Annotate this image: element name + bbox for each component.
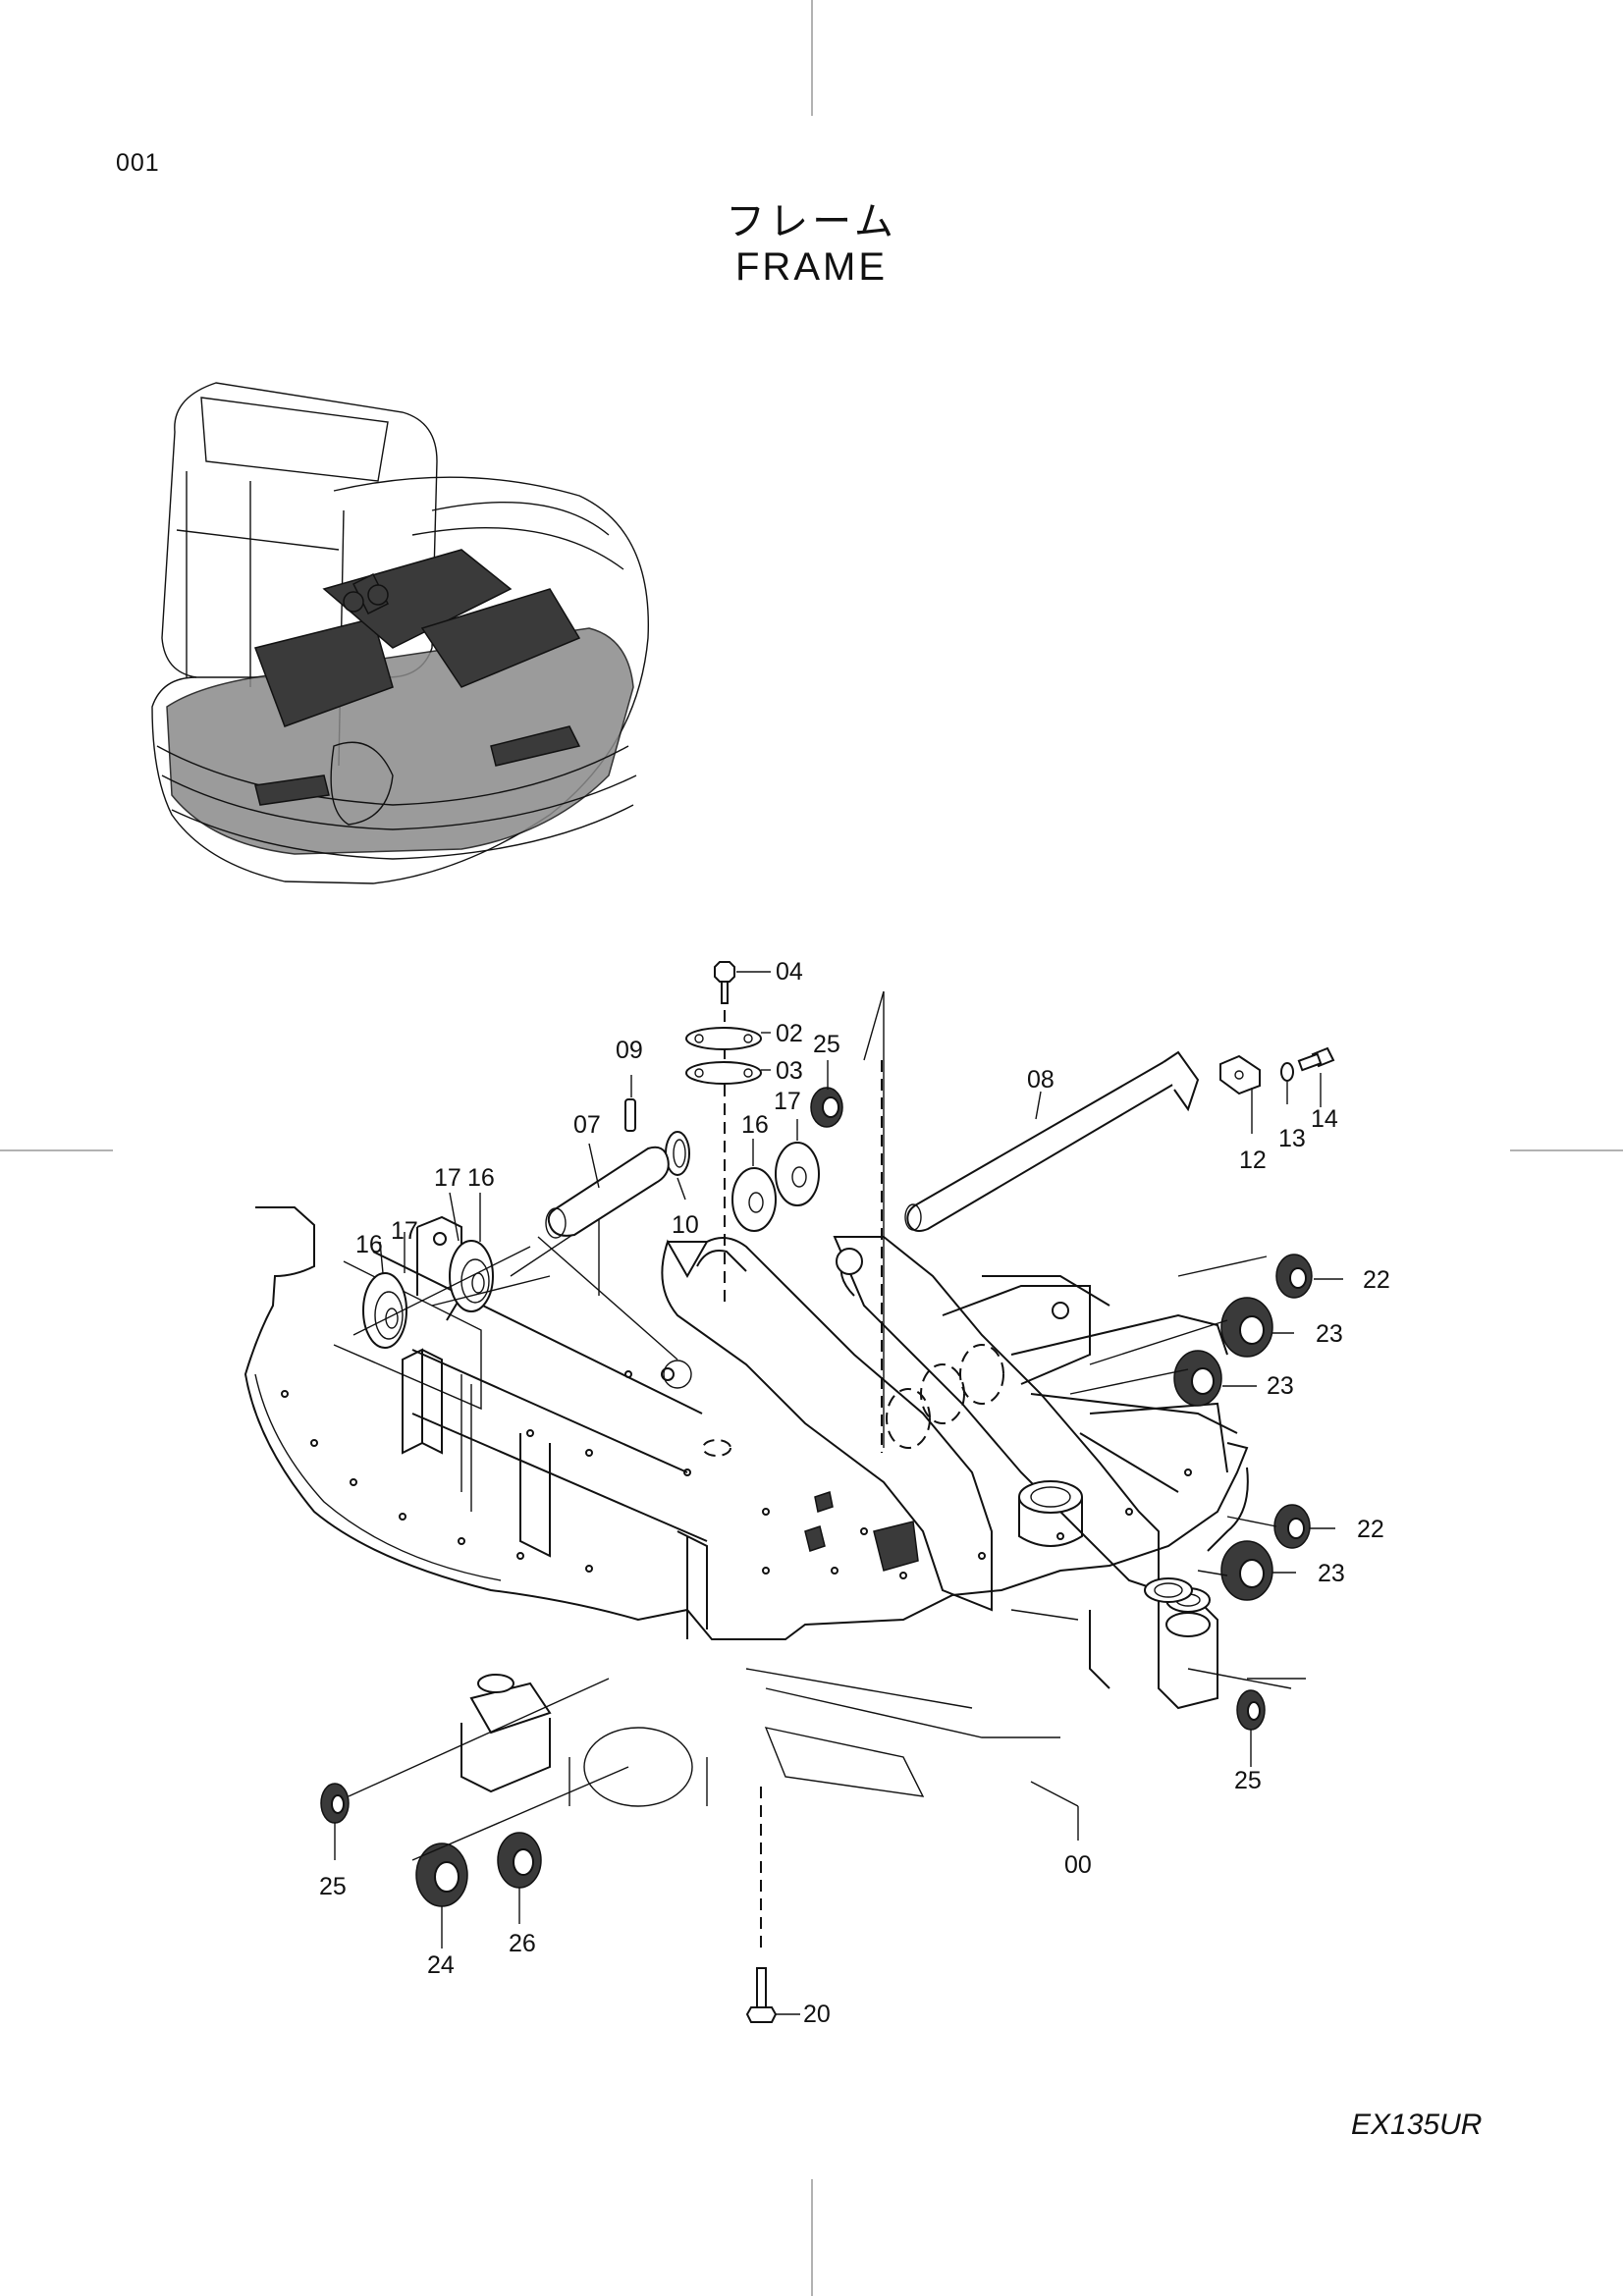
- callout-17-left-top: 17: [434, 1164, 461, 1192]
- callout-16-left: 16: [355, 1231, 383, 1258]
- leader-lines: [334, 971, 1343, 2015]
- part-25-bushing-left: [320, 1783, 350, 1824]
- machine-overview-illustration: [151, 382, 650, 884]
- callout-24: 24: [427, 1951, 455, 1979]
- callout-08: 08: [1027, 1066, 1055, 1094]
- callout-22-top: 22: [1363, 1266, 1390, 1294]
- part-24-bushing: [415, 1842, 468, 1907]
- model-code: EX135UR: [1351, 2109, 1483, 2141]
- frame-parts-drawing: [243, 991, 1249, 1953]
- callout-04: 04: [776, 958, 803, 986]
- callout-26: 26: [509, 1930, 536, 1957]
- callout-17-right: 17: [774, 1088, 801, 1115]
- part-04-bolt: [714, 961, 735, 1004]
- page-title-japanese: フレーム: [726, 199, 897, 244]
- part-23-bushing-b: [1173, 1350, 1222, 1407]
- callout-17-left: 17: [391, 1217, 418, 1245]
- callout-23-top: 23: [1316, 1320, 1343, 1348]
- callout-16-left-top: 16: [467, 1164, 495, 1192]
- callout-labels: 04 02 03 25 09 17 16 07 10 17 16 16 17 0…: [319, 958, 1390, 2028]
- part-23-bushing-c: [1220, 1540, 1273, 1601]
- part-26-bushing: [497, 1832, 542, 1889]
- callout-25-top: 25: [813, 1031, 840, 1058]
- callout-03: 03: [776, 1057, 803, 1085]
- part-22-bushing-b: [1273, 1504, 1311, 1549]
- page-number: 001: [116, 149, 160, 177]
- deck-holes: [281, 1370, 1192, 1579]
- exploded-parts: [320, 961, 1335, 2023]
- callout-09: 09: [616, 1037, 643, 1064]
- part-25-bushing-right: [1236, 1689, 1266, 1731]
- callout-10: 10: [672, 1211, 699, 1239]
- callout-13: 13: [1278, 1125, 1306, 1152]
- callout-22-bottom: 22: [1357, 1516, 1384, 1543]
- callout-20: 20: [803, 2001, 831, 2028]
- part-22-bushing-a: [1275, 1254, 1313, 1299]
- callout-00: 00: [1064, 1851, 1092, 1879]
- callout-12: 12: [1239, 1147, 1267, 1174]
- callout-23-bottom: 23: [1318, 1560, 1345, 1587]
- callout-25-left: 25: [319, 1873, 347, 1900]
- callout-23-mid: 23: [1267, 1372, 1294, 1400]
- callout-02: 02: [776, 1020, 803, 1047]
- callout-25-right: 25: [1234, 1767, 1262, 1794]
- page-title-english: FRAME: [735, 245, 888, 289]
- callout-14: 14: [1311, 1105, 1338, 1133]
- part-20-bolt: [745, 1967, 778, 2023]
- callout-07: 07: [573, 1111, 601, 1139]
- callout-16-right: 16: [741, 1111, 769, 1139]
- part-23-bushing-a: [1220, 1297, 1273, 1358]
